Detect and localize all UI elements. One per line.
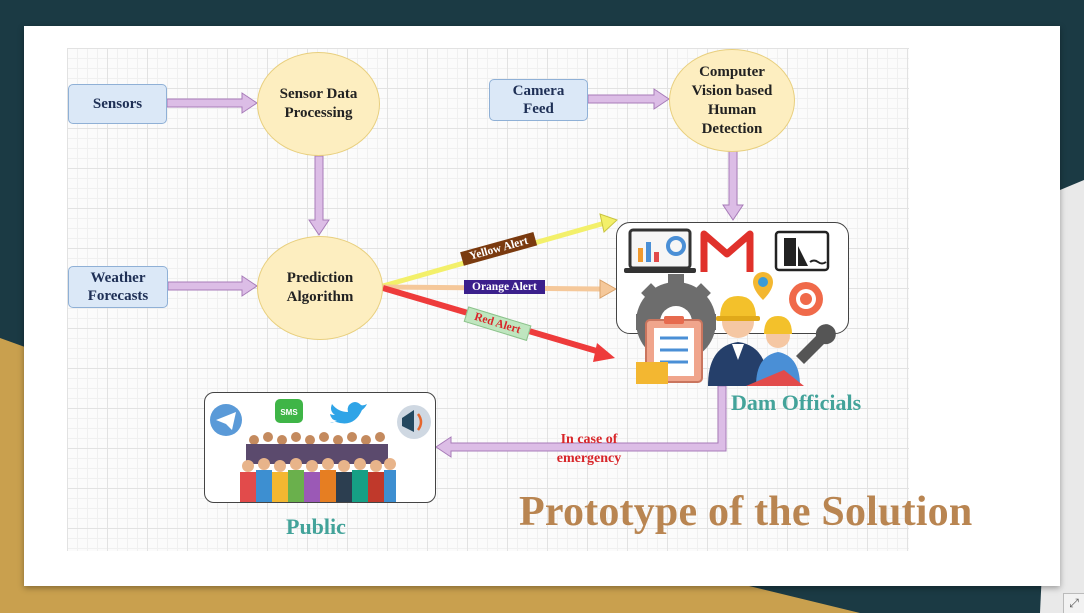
- weather-forecasts-box: Weather Forecasts: [68, 266, 168, 308]
- svg-text:SMS: SMS: [280, 408, 298, 417]
- prediction-algorithm-node: Prediction Algorithm: [257, 236, 383, 340]
- gmail-icon: [700, 230, 754, 272]
- orange-alert-label: Orange Alert: [464, 280, 545, 294]
- arrow-processing-prediction: [308, 155, 330, 236]
- public-illustration: SMS: [210, 399, 431, 502]
- crowd-icon: [240, 432, 396, 502]
- arrow-vision-officials: [722, 150, 744, 221]
- sensors-box: Sensors: [68, 84, 167, 124]
- wrench-icon: [796, 324, 836, 364]
- twitter-icon: [330, 402, 367, 424]
- arrow-camera-vision: [587, 88, 670, 110]
- slide-title: Prototype of the Solution: [519, 489, 973, 535]
- telegram-icon: [210, 404, 242, 436]
- computer-vision-node: Computer Vision based Human Detection: [669, 49, 795, 152]
- arrow-officials-public: [435, 385, 727, 458]
- analytics-dashboard-icon: [624, 228, 696, 273]
- ruler-icon: [746, 370, 804, 386]
- arrow-weather-prediction: [167, 275, 258, 297]
- emergency-label: In case of emergency: [556, 432, 622, 466]
- location-pin-icon: [753, 272, 773, 300]
- sms-icon: SMS: [275, 399, 303, 423]
- dam-officials-illustration: [624, 228, 836, 386]
- camera-feed-box: Camera Feed: [489, 79, 588, 121]
- dam-officials-label: Dam Officials: [731, 390, 862, 415]
- alarm-icon: [789, 282, 823, 316]
- broadcast-icon: [397, 405, 431, 439]
- arrow-sensors-processing: [166, 92, 258, 114]
- public-label: Public: [286, 514, 346, 539]
- folder-icon: [636, 362, 668, 384]
- sensor-processing-node: Sensor Data Processing: [257, 52, 380, 156]
- dam-icon: [774, 230, 830, 272]
- expand-icon[interactable]: ⤢: [1063, 593, 1084, 613]
